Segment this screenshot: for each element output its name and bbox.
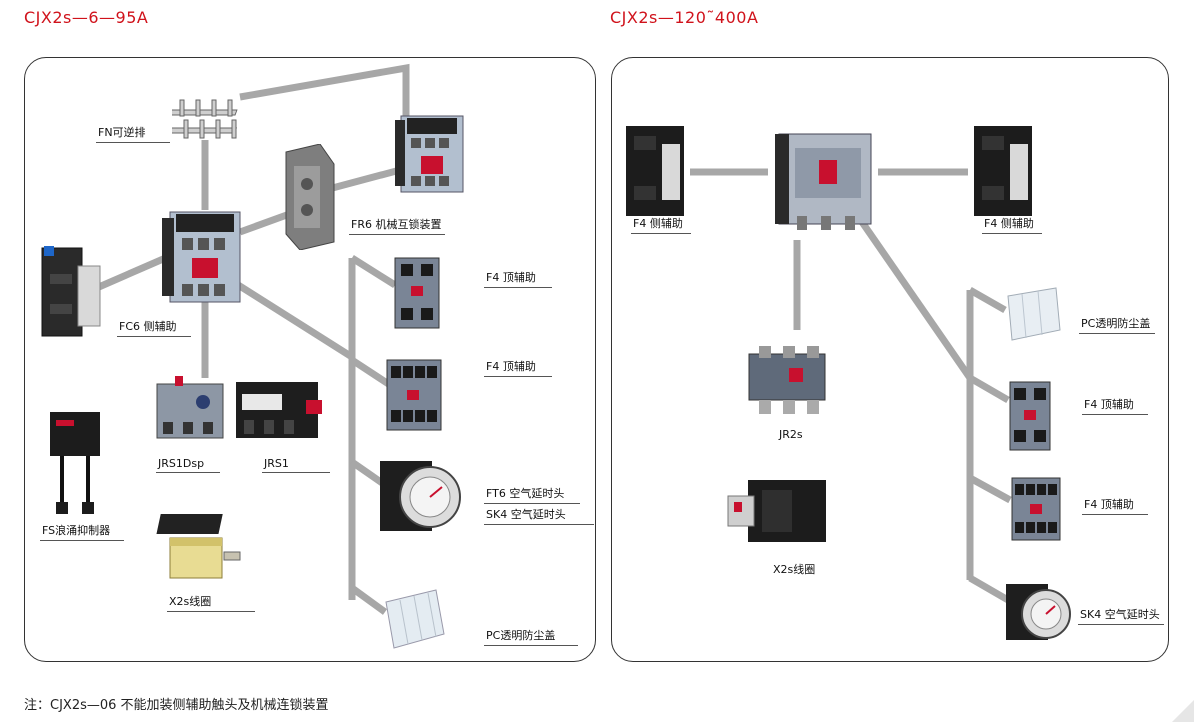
pc-dust-cover-right-icon [1007, 287, 1061, 341]
jr2s-thermal-relay-icon [748, 346, 826, 414]
label-x2s-coil-right: X2s线圈 [773, 563, 816, 576]
wire-bus-pc [349, 585, 388, 615]
label-f4-top-right-1: F4 顶辅助 [1082, 396, 1148, 415]
contactor-small-top-icon [395, 115, 464, 193]
left-section-title: CJX2s—6—95A [24, 8, 149, 27]
wire-main-to-fc6 [90, 252, 172, 294]
label-fr6: FR6 机械互锁装置 [349, 216, 445, 235]
label-x2s-coil: X2s线圈 [167, 593, 255, 612]
label-f4-side-left: F4 侧辅助 [631, 215, 691, 234]
f4-top-aux-4pole-icon [386, 359, 442, 431]
label-fc6: FC6 侧辅助 [117, 318, 191, 337]
f4-side-aux-right-icon [974, 126, 1032, 216]
ft6-delay-head-icon [380, 461, 461, 531]
fc6-side-aux-icon [41, 246, 101, 337]
wire-rbus-f4-1 [968, 374, 1010, 404]
f4-top-aux-right-2pole-icon [1009, 381, 1051, 451]
wire-main-to-bus [233, 280, 354, 360]
label-pc-cover-right: PC透明防尘盖 [1079, 315, 1155, 334]
footnote: 注：CJX2s—06 不能加装侧辅助触头及机械连锁装置 [24, 698, 329, 713]
label-jr2s: JR2s [779, 428, 803, 441]
fr6-interlock-icon [285, 144, 335, 250]
wire-fr6-to-contactor [324, 166, 401, 194]
label-f4-top-2: F4 顶辅助 [484, 358, 552, 377]
right-panel [611, 57, 1169, 662]
label-f4-top-1: F4 顶辅助 [484, 269, 552, 288]
wire-bus-f4-2 [350, 357, 392, 388]
label-jrs1dsp: JRS1Dsp [156, 457, 220, 473]
pc-dust-cover-icon [385, 589, 445, 649]
wire-bus-f4-1 [350, 255, 397, 288]
page-corner-fold [1172, 700, 1194, 722]
wire-fn-to-contactor [239, 63, 410, 118]
fn-busbar-icon [172, 99, 238, 139]
label-fn: FN可逆排 [96, 124, 170, 143]
label-pc-cover: PC透明防尘盖 [484, 627, 578, 646]
x2s-coil-icon [156, 514, 241, 579]
f4-top-aux-right-4pole-icon [1011, 477, 1061, 541]
f4-side-aux-left-icon [626, 126, 684, 216]
wire-bus-ft6 [349, 459, 388, 488]
jrs1dsp-thermal-relay-icon [156, 376, 224, 439]
x2s-coil-large-icon [727, 480, 826, 542]
fs-surge-suppressor-icon [50, 412, 100, 514]
jrs1-thermal-relay-icon [236, 382, 322, 438]
sk4-delay-head-icon [1006, 584, 1071, 640]
label-fs: FS浪涌抑制器 [40, 522, 124, 541]
wire-rbus-f4-2 [968, 474, 1012, 504]
label-f4-side-right: F4 侧辅助 [982, 215, 1042, 234]
right-section-title: CJX2s—120˜400A [610, 8, 759, 27]
wire-rbus-pc [968, 286, 1007, 314]
label-sk4-right: SK4 空气延时头 [1078, 606, 1164, 625]
contactor-main-icon [162, 211, 241, 303]
label-f4-top-right-2: F4 顶辅助 [1082, 496, 1148, 515]
label-ft6: FT6 空气延时头 [484, 485, 580, 504]
wire-to-right-bus [859, 220, 973, 380]
label-sk4: SK4 空气延时头 [484, 506, 594, 525]
wire-rbus-sk4 [968, 574, 1010, 604]
label-jrs1: JRS1 [262, 457, 330, 473]
contactor-large-icon [775, 133, 872, 230]
f4-top-aux-2pole-icon [394, 257, 440, 329]
